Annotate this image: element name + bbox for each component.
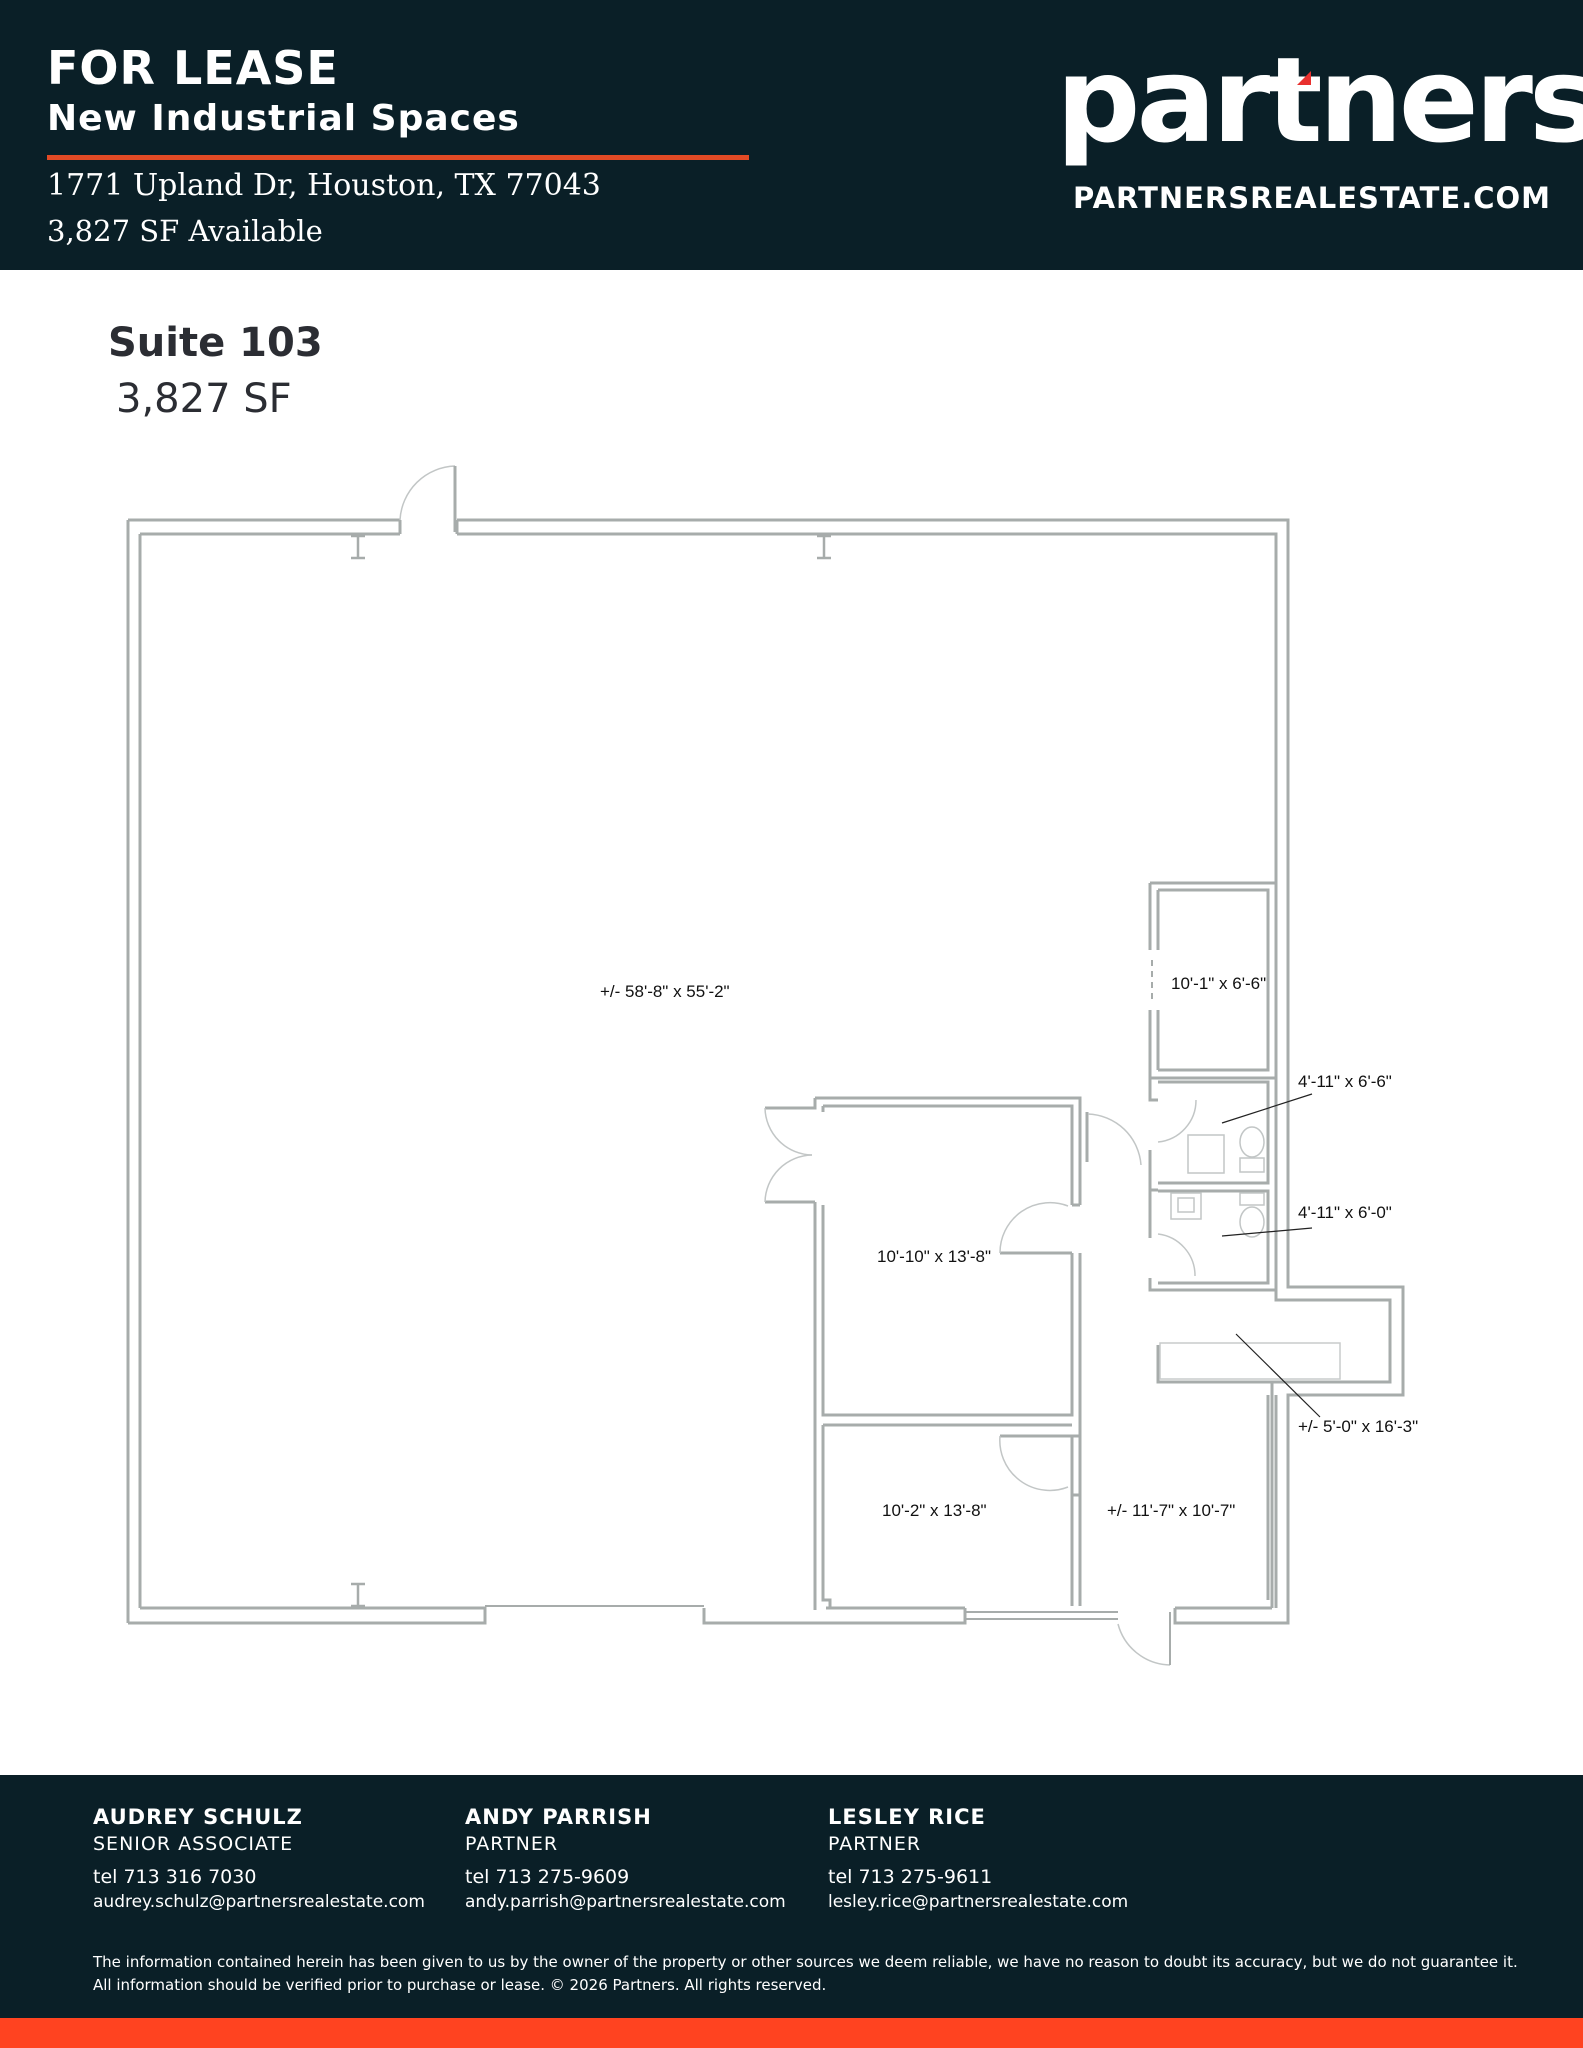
contact-card: LESLEY RICE PARTNER tel 713 275-9611 les… — [828, 1804, 1128, 1914]
legal-disclaimer: The information contained herein has bee… — [93, 1953, 1518, 1994]
logo-wordmark: partners — [1056, 31, 1583, 169]
room-label-storage: 10'-1" x 6'-6" — [1171, 974, 1266, 993]
property-address: 1771 Upland Dr, Houston, TX 77043 — [47, 168, 601, 203]
room-label-warehouse: +/- 58'-8" x 55'-2" — [600, 982, 730, 1001]
contact-footer: AUDREY SCHULZ SENIOR ASSOCIATE tel 713 3… — [0, 1775, 1583, 2018]
room-label-restroom-1: 4'-11" x 6'-6" — [1298, 1072, 1392, 1091]
available-area: 3,827 SF Available — [47, 214, 323, 248]
contact-card: AUDREY SCHULZ SENIOR ASSOCIATE tel 713 3… — [93, 1804, 425, 1914]
contact-phone[interactable]: tel 713 275-9611 — [828, 1866, 993, 1888]
room-label-office-2: 10'-2" x 13'-8" — [882, 1501, 987, 1520]
partners-logo: partners — [1056, 40, 1583, 170]
room-label-office-1: 10'-10" x 13'-8" — [877, 1247, 991, 1266]
contact-email[interactable]: andy.parrish@partnersrealestate.com — [465, 1892, 786, 1912]
contact-role: PARTNER — [828, 1833, 922, 1855]
bottom-accent-bar — [0, 2018, 1583, 2048]
contact-name: LESLEY RICE — [828, 1805, 986, 1829]
header-banner: FOR LEASE New Industrial Spaces 1771 Upl… — [0, 0, 1583, 270]
logo-accent-triangle-icon — [1297, 71, 1311, 85]
room-label-reception: +/- 11'-7" x 10'-7" — [1107, 1501, 1235, 1520]
listing-subtitle: New Industrial Spaces — [47, 98, 520, 139]
suite-area: 3,827 SF — [116, 376, 292, 422]
suite-name: Suite 103 — [108, 320, 323, 366]
contact-card: ANDY PARRISH PARTNER tel 713 275-9609 an… — [465, 1804, 786, 1914]
website-link[interactable]: PARTNERSREALESTATE.COM — [1073, 181, 1552, 215]
contact-name: ANDY PARRISH — [465, 1805, 652, 1829]
room-label-break-area: +/- 5'-0" x 16'-3" — [1298, 1417, 1418, 1436]
contact-phone[interactable]: tel 713 275-9609 — [465, 1866, 630, 1888]
room-label-restroom-2: 4'-11" x 6'-0" — [1298, 1203, 1392, 1222]
contact-name: AUDREY SCHULZ — [93, 1805, 303, 1829]
contact-role: SENIOR ASSOCIATE — [93, 1833, 294, 1855]
contact-email[interactable]: audrey.schulz@partnersrealestate.com — [93, 1892, 425, 1912]
contact-email[interactable]: lesley.rice@partnersrealestate.com — [828, 1892, 1129, 1912]
contact-role: PARTNER — [465, 1833, 559, 1855]
contact-phone[interactable]: tel 713 316 7030 — [93, 1866, 257, 1888]
listing-type-title: FOR LEASE — [47, 41, 339, 95]
accent-divider — [47, 155, 749, 160]
